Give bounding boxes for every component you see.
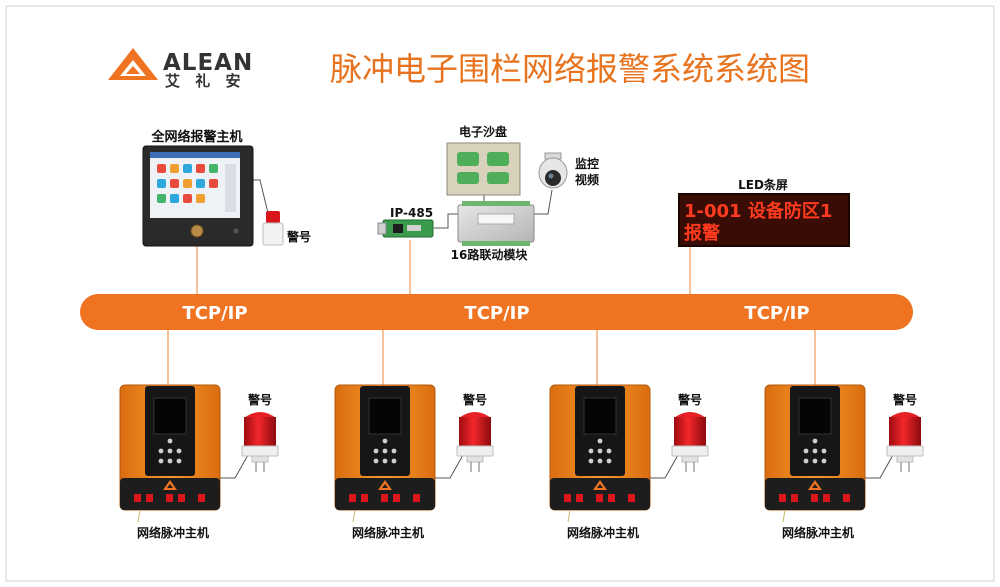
terminal-connectors bbox=[779, 494, 850, 502]
outer-frame bbox=[5, 5, 995, 582]
cable bbox=[567, 509, 571, 523]
siren-beacon-icon bbox=[671, 412, 709, 472]
keypad-icon bbox=[803, 438, 827, 464]
page-title: 脉冲电子围栏网络报警系统系统图 bbox=[330, 50, 810, 88]
cable bbox=[782, 509, 786, 523]
wire-host-siren bbox=[865, 454, 894, 479]
wire-host-siren bbox=[220, 454, 249, 479]
siren-label: 警号 bbox=[462, 392, 487, 407]
siren-beacon-icon bbox=[456, 412, 494, 472]
pulse-host-display bbox=[153, 397, 187, 435]
alean-logo-icon bbox=[163, 480, 177, 490]
tcpip-label-3: TCP/IP bbox=[744, 303, 809, 324]
cable bbox=[137, 509, 141, 523]
cable bbox=[352, 509, 356, 523]
siren-beacon-icon bbox=[241, 412, 279, 472]
keypad-icon bbox=[158, 438, 182, 464]
sandtable-label: 电子沙盘 bbox=[459, 124, 507, 139]
pulse-host-label: 网络脉冲主机 bbox=[352, 525, 424, 540]
siren-label: 警号 bbox=[247, 392, 272, 407]
siren-label: 警号 bbox=[677, 392, 702, 407]
ip485-label: IP-485 bbox=[390, 206, 433, 220]
dome-camera-icon bbox=[538, 152, 568, 189]
sandtable-panel bbox=[446, 142, 521, 196]
pulse-host-display bbox=[583, 397, 617, 435]
led-panel bbox=[678, 193, 850, 247]
wire-host-siren bbox=[650, 454, 679, 479]
ip485-board bbox=[377, 219, 434, 238]
camera-label-line1: 监控 bbox=[575, 156, 599, 171]
host-power-button bbox=[190, 224, 204, 238]
camera-label-line2: 视频 bbox=[575, 172, 599, 187]
led-text-line2: 报警 bbox=[684, 222, 720, 244]
keypad-icon bbox=[373, 438, 397, 464]
top-siren-label: 警号 bbox=[286, 229, 311, 244]
tcpip-label-1: TCP/IP bbox=[182, 303, 247, 324]
pulse-host-display bbox=[798, 397, 832, 435]
pulse-host-label: 网络脉冲主机 bbox=[782, 525, 854, 540]
wire-ip485-module bbox=[434, 213, 458, 229]
brand-name-en: ALEAN bbox=[163, 50, 253, 76]
pulse-host-label: 网络脉冲主机 bbox=[137, 525, 209, 540]
alean-logo-icon bbox=[808, 480, 822, 490]
tcpip-bus bbox=[80, 294, 913, 330]
linkage-module bbox=[457, 201, 535, 246]
terminal-connectors bbox=[134, 494, 205, 502]
host-app-grid-icon bbox=[157, 164, 236, 212]
siren-beacon-icon bbox=[886, 412, 924, 472]
terminal-connectors bbox=[564, 494, 635, 502]
network-alarm-host bbox=[142, 145, 254, 247]
siren-label: 警号 bbox=[892, 392, 917, 407]
electronic-sandtable bbox=[446, 142, 521, 196]
alean-logo-icon bbox=[593, 480, 607, 490]
led-text-line1: 1-001 设备防区1 bbox=[684, 200, 832, 222]
pulse-host-display bbox=[368, 397, 402, 435]
module-label: 16路联动模块 bbox=[451, 247, 529, 262]
wall-siren-icon bbox=[262, 211, 284, 246]
wire-module-camera bbox=[534, 189, 553, 215]
led-bar-screen: 1-001 设备防区1 报警 bbox=[678, 193, 850, 247]
brand-name-cn: 艾 礼 安 bbox=[165, 72, 245, 90]
led-label: LED条屏 bbox=[738, 177, 788, 192]
alean-logo-icon bbox=[108, 48, 158, 80]
connector-lines bbox=[167, 240, 816, 385]
tcpip-label-2: TCP/IP bbox=[464, 303, 529, 324]
keypad-icon bbox=[588, 438, 612, 464]
brand-logo: ALEAN 艾 礼 安 bbox=[108, 48, 253, 90]
wire-host-siren bbox=[435, 454, 464, 479]
terminal-connectors bbox=[349, 494, 420, 502]
host-label: 全网络报警主机 bbox=[150, 129, 242, 145]
pulse-host-label: 网络脉冲主机 bbox=[567, 525, 639, 540]
alean-logo-icon bbox=[378, 480, 392, 490]
